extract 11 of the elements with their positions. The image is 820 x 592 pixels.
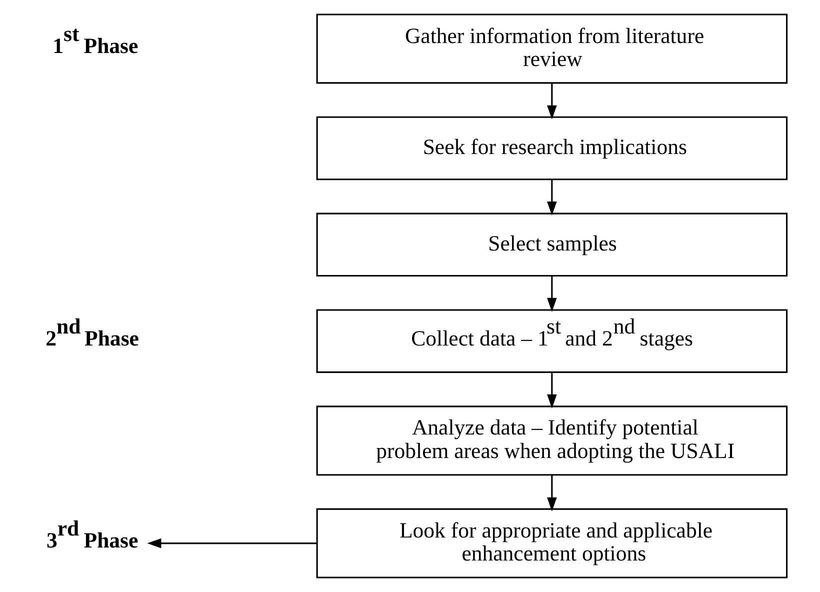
arrow xyxy=(147,538,317,548)
node-box: Gather information from literature review xyxy=(316,14,788,84)
node-box: Analyze data – Identify potential problem areas when adopting the USALI xyxy=(316,406,788,476)
arrow xyxy=(547,83,557,120)
arrow xyxy=(547,372,557,408)
arrow xyxy=(547,276,557,312)
arrow xyxy=(547,475,557,512)
node-box: Look for appropriate and applicable enhancement options xyxy=(316,508,788,578)
node-box: Select samples xyxy=(316,212,788,277)
node-box: Seek for research implications xyxy=(316,116,788,180)
arrow xyxy=(547,180,557,216)
